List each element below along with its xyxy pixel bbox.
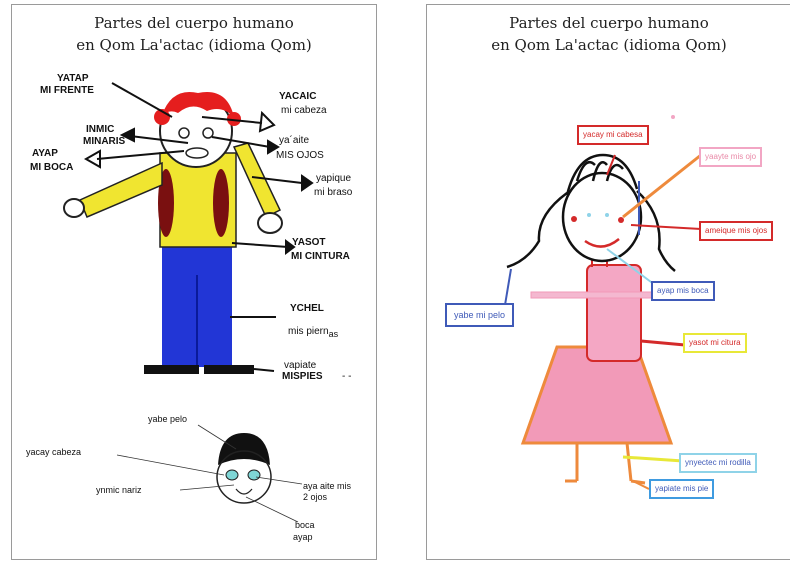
left-shoe [144,365,199,374]
label-ya-aite: ya´aite [279,135,310,146]
box-yasot-mi-citura: yasot mi citura [683,333,747,353]
label-dashes: - - [342,371,352,382]
box-ynyectec-mi-rodilla: ynyectec mi rodilla [679,453,757,473]
label-mispies: MISPIES [282,371,323,382]
right-arm [232,142,281,219]
dress-top [586,264,642,362]
label-mi-braso: mi braso [314,187,353,198]
label-mis-piernas-sub: as [328,329,339,339]
left-title-line2: en Qom La'actac (idioma Qom) [76,36,312,54]
left-hand [63,198,85,218]
label-minaris: MINARIS [83,136,126,147]
small-face-hair [218,433,270,465]
box-ameique-mis-ojos: ameique mis ojos [699,221,774,241]
left-arm-shade [158,169,174,237]
label-mi-cintura: MI CINTURA [291,251,350,262]
right-hand [257,212,283,234]
girl-head [561,171,643,263]
label-yacaic: YACAIC [279,91,317,102]
label-inmic: INMIC [86,124,115,135]
right-arm-shade [213,169,229,237]
face-label-ynmic-nariz: ynmic nariz [96,485,142,495]
face-label-aya-aite-2: 2 ojos [303,492,328,502]
left-figure-drawing [63,82,314,523]
label-mis-ojos: MIS OJOS [276,150,324,161]
box-yabe-mi-pelo: yabe mi pelo [445,303,515,327]
label-yatap: YATAP [57,73,89,84]
face-label-boca: boca [295,520,315,530]
label-yasot: YASOT [292,237,326,248]
label-mis-piernas: mis piernas [288,325,339,339]
face-label-aya-aite-1: aya aite mis [303,481,352,491]
label-mi-frente: MI FRENTE [40,85,94,96]
box-ayap-mis-boca: ayap mis boca [651,281,715,301]
face-label-ayap: ayap [293,532,313,542]
right-figure-drawing [504,115,702,490]
right-shoe [204,365,254,374]
label-mi-cabeza: mi cabeza [281,105,327,116]
box-yapiate-mis-pie: yapiate mis pie [649,479,715,499]
right-panel: Partes del cuerpo humano en Qom La'actac… [426,4,790,560]
arms-bar [530,291,660,299]
left-title-line1: Partes del cuerpo humano [94,14,294,32]
right-title-line2: en Qom La'actac (idioma Qom) [491,36,727,54]
face-label-yabe-pelo: yabe pelo [148,414,188,424]
box-yacay-mi-cabesa: yacay mi cabesa [577,125,649,145]
face-label-yacay-cabeza: yacay cabeza [26,447,82,457]
right-title-line1: Partes del cuerpo humano [509,14,709,32]
label-mi-boca: MI BOCA [30,162,74,173]
label-vapiate: vapiate [284,360,317,371]
left-arm [79,161,163,218]
label-ayap: AYAP [32,148,58,159]
box-yaayte-mis-ojo: yaayte mis ojo [699,147,763,167]
red-hair [162,91,234,117]
label-yapique: yapique [316,173,352,184]
label-mis-piernas-main: mis piern [288,326,329,337]
label-ychel: YCHEL [290,303,324,314]
left-panel: Partes del cuerpo humano en Qom La'actac… [11,4,377,560]
